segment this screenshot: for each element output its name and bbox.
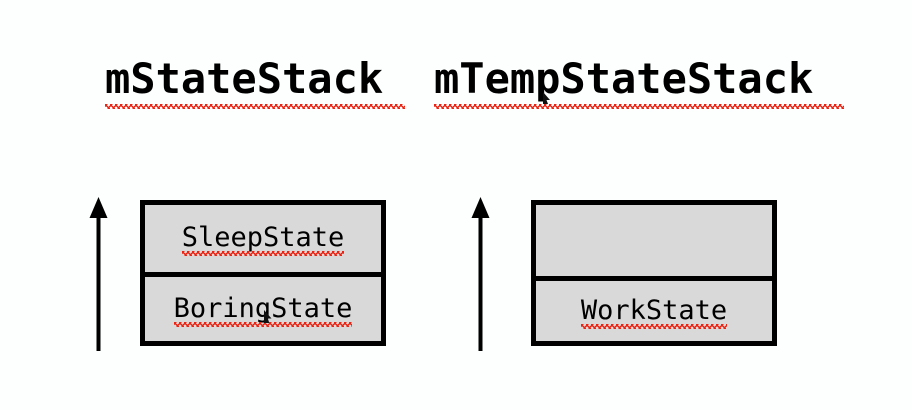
stack-title-mstatestack: mStateStack [105,54,384,103]
spellcheck-underline-icon [181,251,345,256]
arrow-up-icon [471,197,490,351]
spellcheck-underline-icon [580,323,728,329]
spellcheck-underline-icon [173,321,353,327]
stack-cell-label: WorkState [580,294,728,329]
mouse-cursor-icon [264,310,272,323]
mouse-cursor-icon [543,92,550,104]
stack-cell-text: WorkState [580,294,728,326]
stack-cell-bottom[interactable]: WorkState [536,281,772,341]
stack-title-mtempstatestack-wrapper: mTempStateStack [434,54,844,109]
stack-cell-text: BoringState [173,292,353,324]
arrow-up-icon [89,197,108,351]
stack-growth-arrow-up [466,196,496,355]
stack-growth-arrow-up [84,196,114,355]
stack-mtempstatestack: WorkState [531,200,777,346]
spellcheck-underline-icon [105,104,405,109]
spellcheck-underline-icon [434,104,844,109]
stack-cell-bottom[interactable]: BoringState [145,277,381,341]
stack-title-mtempstatestack: mTempStateStack [434,54,814,103]
stack-cell-text: SleepState [181,222,345,253]
stack-title-mstatestack-wrapper: mStateStack [105,54,405,109]
stack-cell-top-empty[interactable] [536,205,772,281]
stack-cell-top[interactable]: SleepState [145,205,381,277]
stack-cell-label: BoringState [173,292,353,327]
stack-cell-label: SleepState [181,222,345,256]
stack-mstatestack: SleepState BoringState [140,200,386,346]
